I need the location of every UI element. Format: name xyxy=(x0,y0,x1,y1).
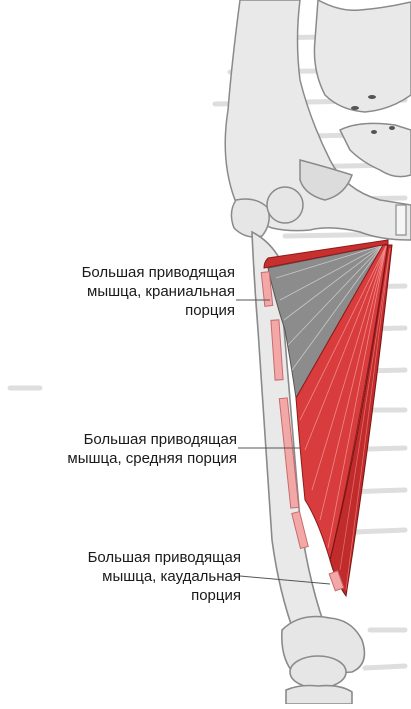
label-caudal-portion: Большая приводящая мышца, каудальная пор… xyxy=(88,548,241,605)
label-cranial-line3: порция xyxy=(82,301,235,320)
label-cranial-portion: Большая приводящая мышца, краниальная по… xyxy=(82,263,235,320)
pubic-symphysis xyxy=(396,205,406,235)
label-middle-line1: Большая приводящая xyxy=(67,430,237,449)
label-cranial-line1: Большая приводящая xyxy=(82,263,235,282)
label-middle-portion: Большая приводящая мышца, средняя порция xyxy=(67,430,237,468)
label-cranial-line2: мышца, краниальная xyxy=(82,282,235,301)
label-caudal-line3: порция xyxy=(88,586,241,605)
label-middle-line2: мышца, средняя порция xyxy=(67,449,237,468)
label-caudal-line2: мышца, каудальная xyxy=(88,567,241,586)
knee-joint xyxy=(282,617,365,705)
label-caudal-line1: Большая приводящая xyxy=(88,548,241,567)
